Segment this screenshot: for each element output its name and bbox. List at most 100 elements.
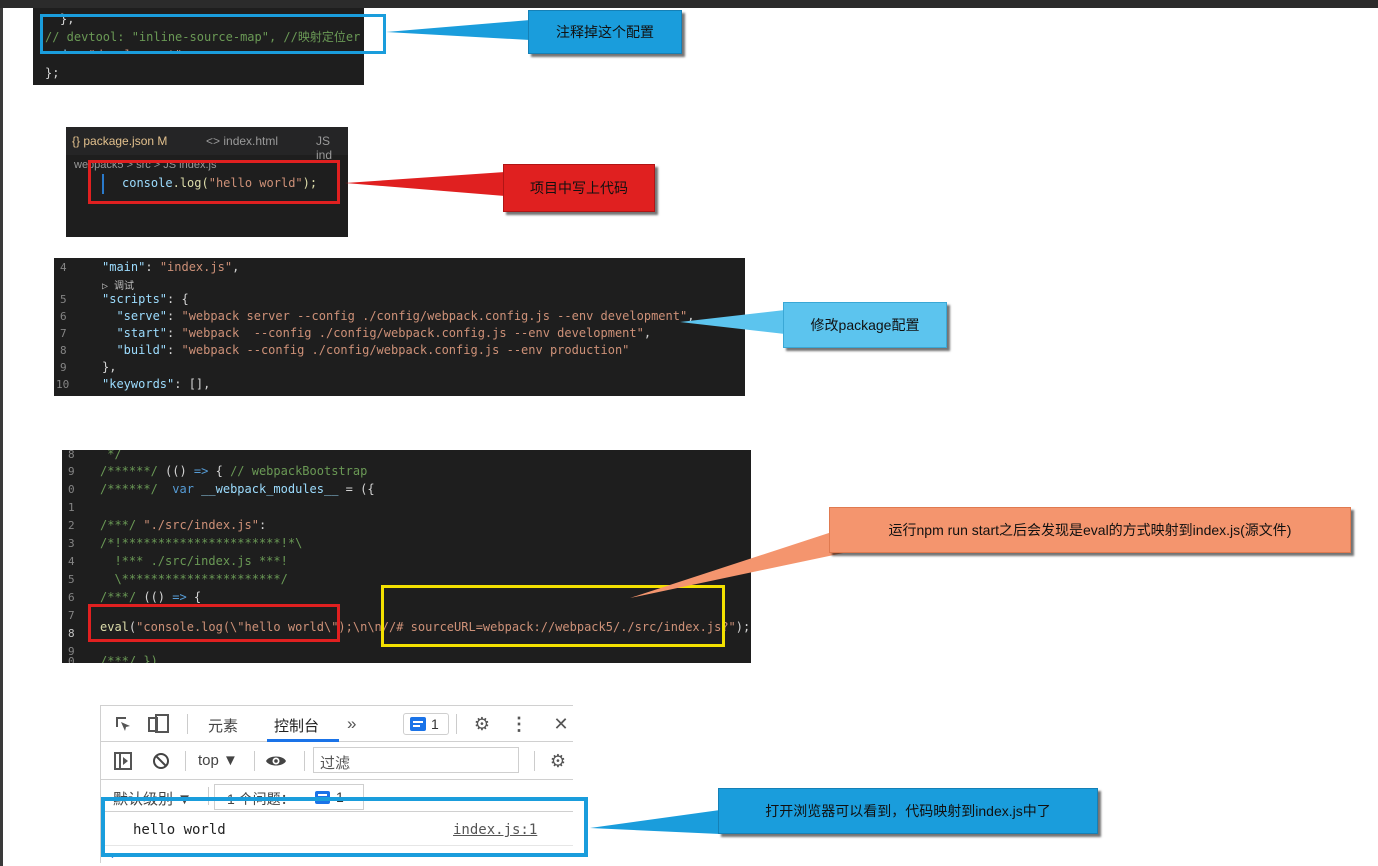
callout-eval-mapping: 运行npm run start之后会发现是eval的方式映射到index.js(… bbox=[829, 507, 1351, 553]
toolbar-divider bbox=[456, 714, 457, 734]
clear-console-icon[interactable] bbox=[151, 751, 171, 771]
line-number: 7 bbox=[60, 327, 67, 340]
window-top-bar bbox=[0, 0, 1378, 8]
sidebar-toggle-icon[interactable] bbox=[113, 751, 133, 771]
gear-icon[interactable]: ⚙ bbox=[473, 713, 491, 734]
toolbar-divider bbox=[304, 751, 305, 771]
code-line: }; bbox=[45, 66, 60, 80]
line-number: 7 bbox=[68, 609, 75, 622]
editor-tab-bar: {} package.json M <> index.html JS ind bbox=[66, 127, 348, 162]
code-line-start: "start": "webpack --config ./config/webp… bbox=[116, 326, 652, 340]
code-line-mode: mode: "development" bbox=[45, 48, 183, 62]
filter-placeholder: 过滤 bbox=[320, 755, 351, 772]
code-line: !*** ./src/index.js ***! bbox=[100, 554, 288, 568]
issues-badge-count: 1 bbox=[431, 716, 439, 732]
callout-modify-package: 修改package配置 bbox=[783, 302, 947, 348]
debug-codelens[interactable]: ▷ 调试 bbox=[102, 281, 135, 292]
callout-write-code: 项目中写上代码 bbox=[503, 164, 655, 212]
toolbar-divider bbox=[534, 751, 535, 771]
line-number: 8 bbox=[68, 627, 75, 640]
toolbar-divider bbox=[254, 751, 255, 771]
code-line-modules: /******/ var __webpack_modules__ = ({ bbox=[100, 482, 375, 496]
tab-console-active-indicator bbox=[267, 739, 339, 742]
tab-index-js[interactable]: JS ind bbox=[316, 134, 333, 162]
line-number: 6 bbox=[60, 310, 67, 323]
devtools-tab-bar: 元素 控制台 » 1 ⚙ ⋮ ✕ bbox=[101, 706, 573, 742]
line-number: 9 bbox=[60, 361, 67, 374]
issues-badge-button[interactable]: 1 bbox=[403, 713, 449, 735]
line-number: 3 bbox=[68, 537, 75, 550]
code-line-scripts: "scripts": { bbox=[102, 292, 189, 306]
code-line-module-key: /***/ "./src/index.js": bbox=[100, 518, 267, 532]
console-log-row: hello world index.js:1 bbox=[101, 812, 573, 846]
line-number: 9 bbox=[68, 645, 75, 658]
code-console-log: console.log("hello world"); bbox=[122, 176, 318, 190]
line-number: 4 bbox=[60, 261, 67, 274]
line-number: 1 bbox=[68, 501, 75, 514]
callout-text: 运行npm run start之后会发现是eval的方式映射到index.js(… bbox=[888, 522, 1292, 538]
toolbar-divider bbox=[187, 714, 188, 734]
code-line: }, bbox=[102, 360, 117, 374]
callout-text: 项目中写上代码 bbox=[530, 180, 628, 196]
close-icon[interactable]: ✕ bbox=[553, 713, 569, 734]
toolbar-divider bbox=[185, 751, 186, 771]
log-source-link[interactable]: index.js:1 bbox=[453, 822, 538, 838]
console-toolbar: top ▼ 过滤 ⚙ bbox=[101, 742, 573, 780]
eye-icon[interactable] bbox=[264, 751, 288, 771]
highlight-box-devtool bbox=[40, 14, 386, 54]
filter-input[interactable]: 过滤 bbox=[313, 747, 519, 773]
editor-index-js: {} package.json M <> index.html JS ind w… bbox=[66, 127, 348, 237]
message-icon bbox=[410, 717, 426, 731]
webpack-config-snippet: }, // devtool: "inline-source-map", //映射… bbox=[33, 8, 364, 85]
highlight-box-console-log bbox=[88, 160, 340, 204]
callout-comment-config: 注释掉这个配置 bbox=[528, 10, 682, 54]
code-line-keywords: "keywords": [], bbox=[102, 377, 211, 391]
cursor-line-marker bbox=[102, 174, 104, 194]
tab-index-html[interactable]: <> index.html bbox=[206, 134, 279, 148]
line-number: 10 bbox=[56, 378, 70, 391]
code-line-build: "build": "webpack --config ./config/webp… bbox=[116, 343, 630, 357]
tab-package-json[interactable]: {} package.json M bbox=[72, 134, 168, 148]
device-toolbar-icon[interactable] bbox=[147, 714, 171, 734]
highlight-box-source-url bbox=[381, 585, 725, 647]
code-line-eval: eval("console.log(\"hello world\");\n\n/… bbox=[100, 620, 751, 634]
callout-browser-mapping: 打开浏览器可以看到，代码映射到index.js中了 bbox=[718, 788, 1098, 834]
line-number: 8 bbox=[68, 450, 75, 461]
line-number: 4 bbox=[68, 555, 75, 568]
kebab-menu-icon[interactable]: ⋮ bbox=[510, 713, 528, 734]
code-line-main: "main": "index.js", bbox=[102, 260, 240, 274]
code-line: */ bbox=[100, 450, 122, 461]
line-number: 5 bbox=[60, 293, 67, 306]
callout-text: 修改package配置 bbox=[810, 317, 920, 333]
toolbar-divider bbox=[208, 787, 209, 805]
line-number: 2 bbox=[68, 519, 75, 532]
log-message: hello world bbox=[133, 822, 226, 838]
more-tabs-button[interactable]: » bbox=[347, 714, 357, 733]
highlight-box-console-output bbox=[101, 797, 588, 857]
devtools-console-panel: 元素 控制台 » 1 ⚙ ⋮ ✕ top ▼ 过滤 bbox=[100, 705, 573, 863]
code-line-serve: "serve": "webpack server --config ./conf… bbox=[116, 309, 695, 323]
callout-text: 注释掉这个配置 bbox=[556, 24, 654, 40]
line-number: 5 bbox=[68, 573, 75, 586]
line-number: 0 bbox=[68, 483, 75, 496]
tab-elements[interactable]: 元素 bbox=[208, 718, 239, 735]
context-selector[interactable]: top ▼ bbox=[198, 752, 238, 769]
inspect-element-icon[interactable] bbox=[113, 714, 133, 734]
console-settings-gear-icon[interactable]: ⚙ bbox=[549, 750, 567, 771]
code-line-module-fn: /***/ (() => { bbox=[100, 590, 202, 604]
code-line: /***/ }) bbox=[100, 654, 158, 663]
bundle-output-code: 8 */ 9 /******/ (() => { // webpackBoots… bbox=[62, 450, 751, 663]
code-line-bootstrap: /******/ (() => { // webpackBootstrap bbox=[100, 464, 368, 478]
highlight-box-eval bbox=[88, 604, 340, 642]
line-number: 8 bbox=[60, 344, 67, 357]
line-number: 6 bbox=[68, 591, 75, 604]
line-number: 0 bbox=[68, 655, 75, 663]
line-number: 9 bbox=[68, 465, 75, 478]
tab-console[interactable]: 控制台 bbox=[274, 718, 320, 735]
package-json-scripts: 4 "main": "index.js", ▷ 调试 5 "scripts": … bbox=[54, 258, 745, 396]
